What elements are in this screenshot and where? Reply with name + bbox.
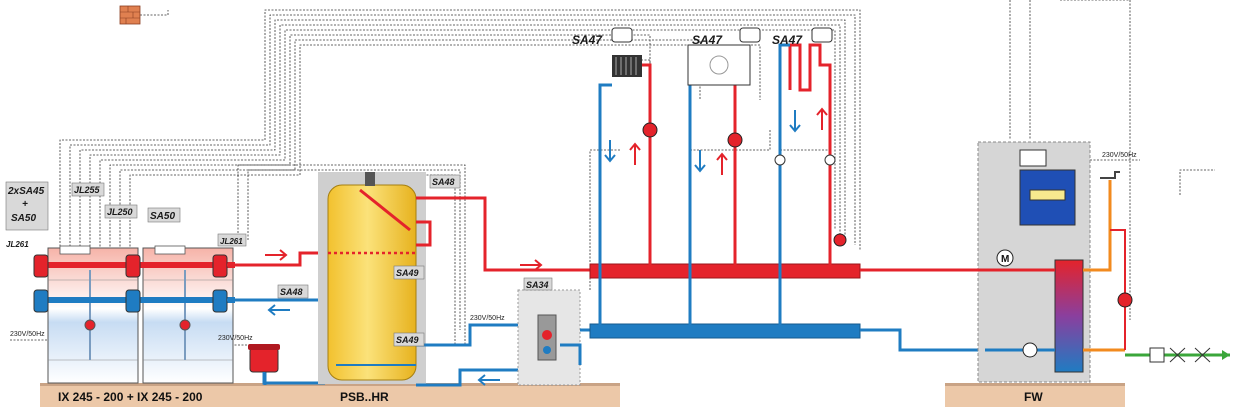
hot-header [589, 263, 861, 279]
label-sa49-top: SA49 [396, 268, 419, 278]
thermostat-icon [611, 27, 833, 43]
plate-heat-exchanger [1054, 259, 1084, 373]
label-sa34: SA34 [526, 280, 549, 290]
label-sa49-low: SA49 [396, 335, 419, 345]
mixing-valve-motor-icon [996, 249, 1014, 267]
label-power-fw: 230V/50Hz [1102, 152, 1137, 159]
floor-label-tank: PSB..HR [340, 390, 389, 404]
control-wiring [10, 0, 1215, 346]
label-sa47-2: SA47 [692, 33, 723, 47]
label-jl255: JL255 [74, 185, 101, 195]
label-power-mid: 230V/50Hz [218, 335, 253, 342]
floor-heating-circuit [774, 43, 847, 325]
outdoor-sensor-icon [119, 5, 141, 25]
boiler-1 [47, 245, 139, 384]
label-jl261-left: JL261 [6, 240, 29, 249]
expansion-vessel-icon [248, 344, 325, 385]
label-sa48-low: SA48 [280, 287, 303, 297]
label-jl250: JL250 [107, 207, 133, 217]
radiator-circuit [598, 55, 658, 325]
floor-label-boilers: IX 245 - 200 + IX 245 - 200 [58, 390, 203, 404]
label-sa48-top: SA48 [432, 177, 455, 187]
cold-header [589, 323, 861, 339]
fan-coil-circuit [687, 44, 751, 325]
label-power-left: 230V/50Hz [10, 331, 45, 338]
fw-pump-icon [1022, 342, 1038, 358]
label-sa50-left: SA50 [11, 213, 36, 224]
label-2xsa45: 2xSA45 [7, 186, 45, 197]
floor-boilers [40, 385, 620, 407]
label-plus: + [22, 199, 28, 210]
floor-label-fw: FW [1024, 390, 1043, 404]
label-sa47-3: SA47 [772, 33, 803, 47]
label-jl261-right: JL261 [220, 237, 243, 246]
hydraulic-separator-icons [33, 254, 228, 313]
label-sa50-mid: SA50 [150, 211, 175, 222]
label-sa47-1: SA47 [572, 33, 603, 47]
flow-arrows [265, 107, 828, 386]
floor-fw [945, 385, 1125, 407]
label-pump-motor: M [1001, 254, 1009, 265]
label-power-sa34: 230V/50Hz [470, 315, 505, 322]
